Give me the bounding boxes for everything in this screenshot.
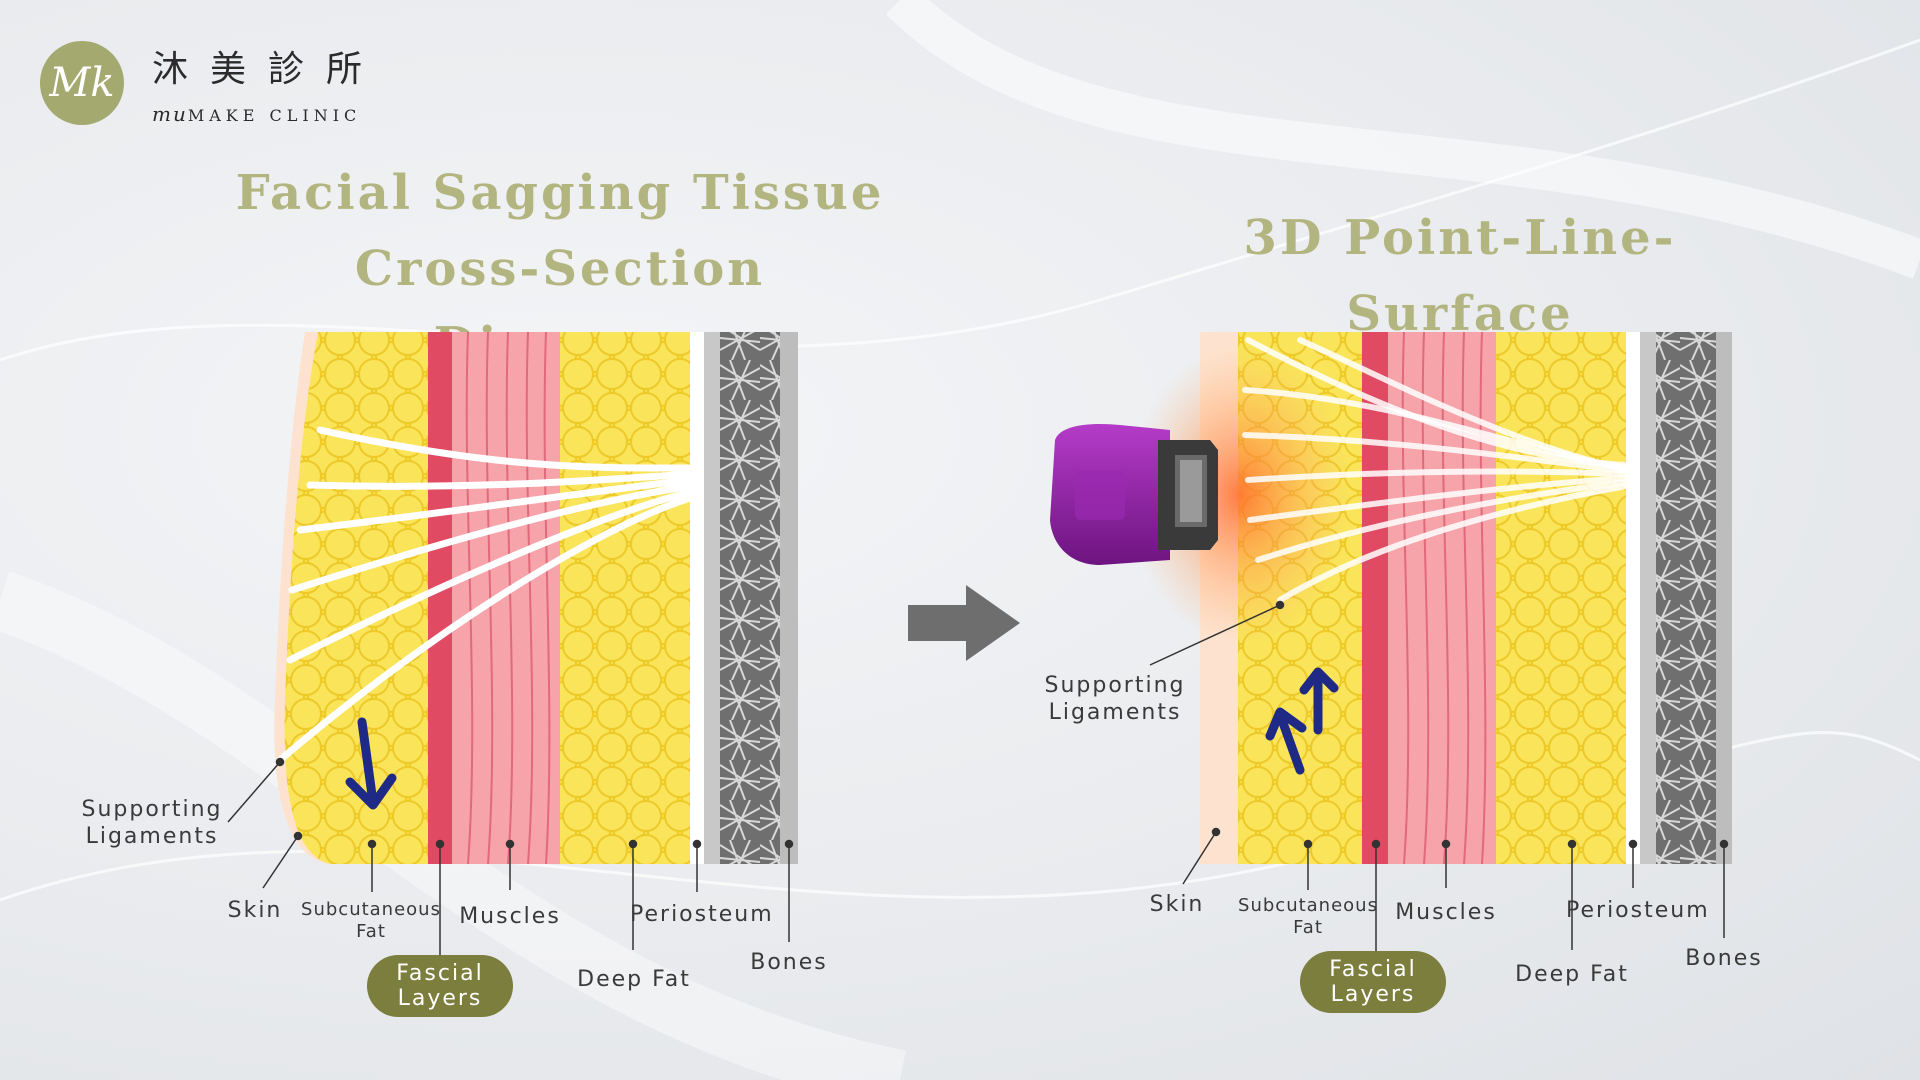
left-label-subcutaneous-fat: Subcutaneous Fat (298, 899, 444, 943)
right-label-skin: Skin (1149, 892, 1205, 917)
right-label-deep-fat: Deep Fat (1515, 962, 1629, 987)
right-label-subcutaneous-fat-line1: Subcutaneous (1238, 895, 1378, 916)
up-arrows-icon (1265, 667, 1339, 775)
left-label-supporting-ligaments: Supporting Ligaments (76, 796, 228, 850)
left-label-supporting-ligaments-line2: Ligaments (85, 824, 219, 849)
heat-glow (1130, 345, 1350, 645)
left-label-deep-fat: Deep Fat (577, 967, 691, 992)
left-label-skin: Skin (227, 898, 283, 923)
right-label-fascial-line1: Fascial (1329, 957, 1417, 982)
left-fascial-layer (428, 332, 452, 864)
left-deep-fat-layer (560, 332, 690, 864)
left-fascial-layers-badge: Fascial Layers (367, 955, 513, 1017)
right-label-fascial-line2: Layers (1330, 982, 1416, 1007)
right-deep-fat-layer (1496, 332, 1626, 864)
right-fascial-layers-badge: Fascial Layers (1300, 951, 1446, 1013)
left-title-line1: Facial Sagging Tissue (235, 165, 885, 221)
logo-english-rest: MAKE CLINIC (187, 106, 362, 125)
left-label-subcutaneous-fat-line1: Subcutaneous (301, 899, 441, 920)
left-label-subcutaneous-fat-line2: Fat (356, 921, 386, 942)
right-label-bones: Bones (1685, 946, 1763, 971)
logo-monogram-icon: Mk (40, 41, 124, 125)
right-label-subcutaneous-fat: Subcutaneous Fat (1235, 895, 1381, 939)
right-label-supporting-ligaments: Supporting Ligaments (1040, 672, 1190, 726)
left-label-muscles: Muscles (459, 904, 561, 929)
right-label-supporting-ligaments-line2: Ligaments (1048, 700, 1182, 725)
logo-chinese-name: 沐美診所 (152, 49, 385, 90)
right-label-periosteum: Periosteum (1566, 898, 1710, 923)
right-periosteum-layer (1626, 332, 1640, 864)
left-label-bones: Bones (750, 950, 828, 975)
right-arrow-icon (908, 585, 1020, 661)
right-tissue-diagram (1050, 331, 1732, 952)
logo-english-name: muMAKE CLINIC (152, 102, 384, 126)
left-label-supporting-ligaments-line1: Supporting (81, 797, 223, 822)
left-periosteum-layer (690, 332, 704, 864)
right-bone-layer (1656, 332, 1716, 864)
right-supporting-ligaments (1242, 337, 1629, 603)
left-tissue-diagram (227, 331, 798, 955)
right-label-supporting-ligaments-line1: Supporting (1044, 673, 1186, 698)
left-subcutaneous-fat-layer (284, 332, 428, 864)
right-fascial-layer (1362, 332, 1388, 864)
clinic-logo: Mk 沐美診所 muMAKE CLINIC (40, 40, 384, 126)
left-label-fascial-line1: Fascial (396, 961, 484, 986)
logo-english-prefix: mu (152, 102, 188, 126)
left-label-fascial-line2: Layers (397, 986, 483, 1011)
down-arrow-icon (345, 717, 397, 810)
left-supporting-ligaments (276, 426, 694, 764)
right-label-subcutaneous-fat-line2: Fat (1293, 917, 1323, 938)
left-label-periosteum: Periosteum (630, 902, 774, 927)
rf-device (1050, 423, 1218, 565)
right-label-muscles: Muscles (1395, 900, 1497, 925)
logo-monogram: Mk (49, 60, 115, 106)
left-bone-layer (720, 332, 780, 864)
